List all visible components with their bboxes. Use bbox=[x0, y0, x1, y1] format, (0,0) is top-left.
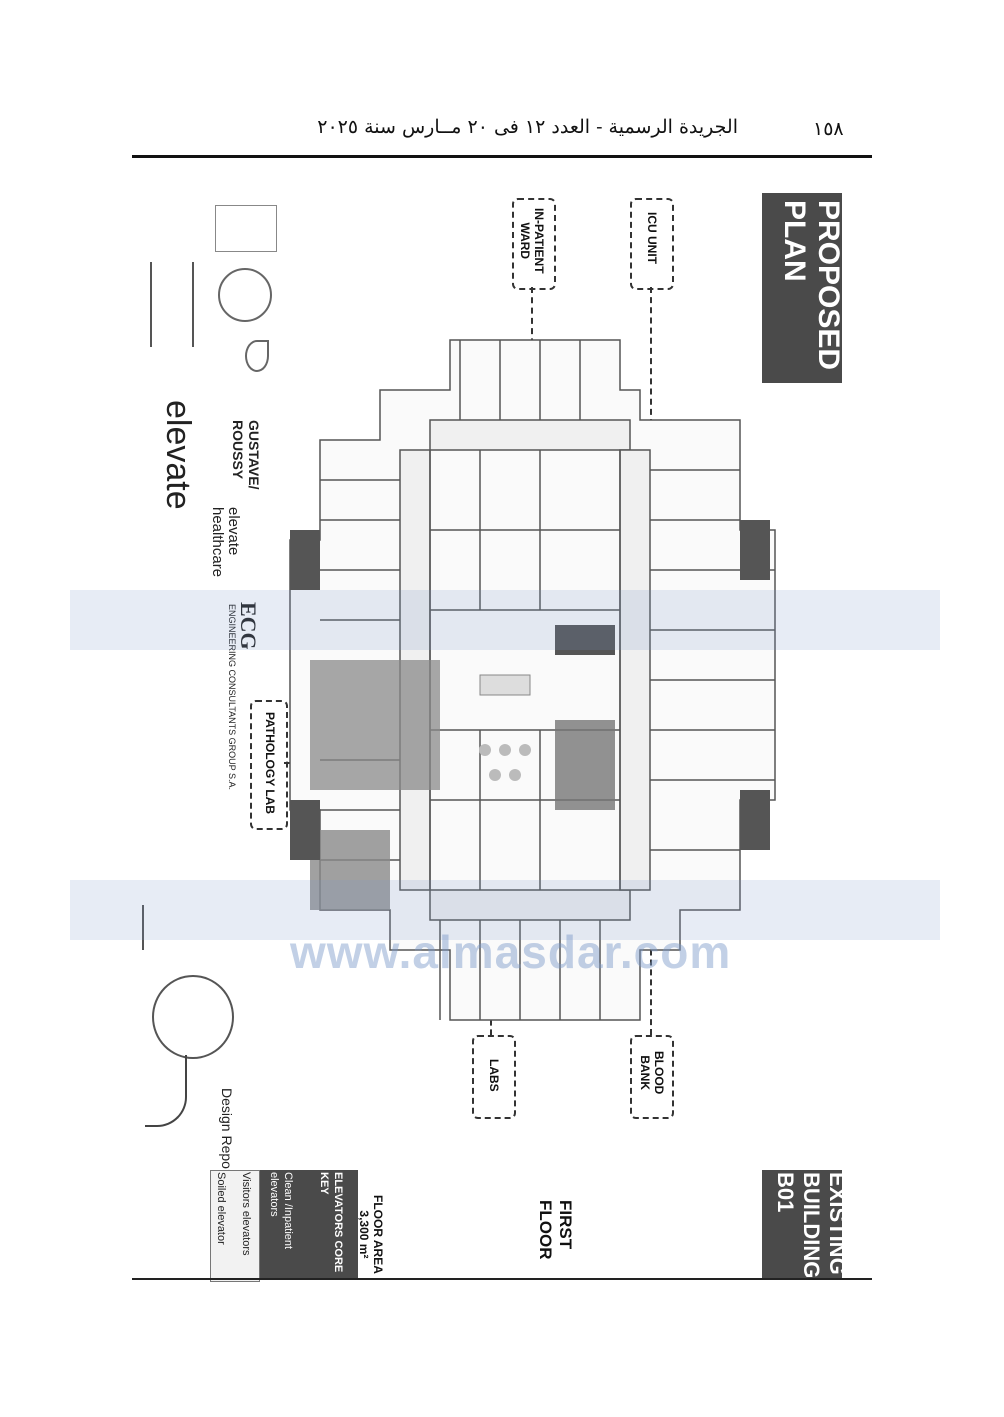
callout-icu-unit: ICU UNIT bbox=[630, 198, 674, 290]
callout-inpatient-ward: IN-PATIENT WARD bbox=[512, 198, 556, 290]
elevate-healthcare-logo: elevate healthcare bbox=[209, 507, 242, 578]
elevate-logo-large: elevate bbox=[159, 400, 197, 510]
handwritten-initials bbox=[142, 905, 174, 950]
callout-labs: LABS bbox=[472, 1035, 516, 1119]
floor-area-info: FLOOR AREA 3,300 m² bbox=[357, 1195, 385, 1274]
blood-bank-leader-line bbox=[650, 870, 652, 1035]
official-stamp bbox=[152, 975, 234, 1059]
header-divider bbox=[132, 155, 872, 158]
gustave-roussy-logo: GUSTAVE/ ROUSSY bbox=[230, 420, 262, 490]
design-report-label: Design Report bbox=[219, 1088, 235, 1178]
egypt-emblem-logo bbox=[215, 205, 277, 252]
legend-soiled-elevator: Soiled elevator bbox=[215, 1172, 227, 1245]
elevators-legend-panel bbox=[258, 1170, 358, 1280]
page-number: ١٥٨ bbox=[813, 118, 844, 140]
elevators-key-title: ELEVATORS CORE KEY bbox=[318, 1172, 344, 1273]
ministry-seal-logo bbox=[218, 268, 272, 322]
legend-clean-elevators: Clean /Inpatient elevators bbox=[268, 1172, 294, 1250]
legend-visitors-elevators: Visitors elevators bbox=[240, 1172, 252, 1256]
labs-leader-line bbox=[490, 1020, 492, 1035]
elevators-legend-lower bbox=[210, 1170, 260, 1282]
floor-label: FIRST FLOOR bbox=[536, 1200, 575, 1260]
proposed-plan-banner bbox=[762, 193, 842, 383]
callout-pathology-lab: PATHOLOGY LAB bbox=[250, 700, 288, 830]
sheet-bottom-edge bbox=[132, 1278, 872, 1280]
callout-blood-bank: BLOOD BANK bbox=[630, 1035, 674, 1119]
arabic-signature-mark bbox=[150, 262, 194, 347]
watermark-logo bbox=[70, 590, 940, 940]
existing-building-code: EXISTING BUILDING - B01 bbox=[773, 1172, 850, 1292]
crescent-logo bbox=[245, 340, 269, 372]
existing-building-banner bbox=[762, 1170, 842, 1280]
floor-plan-drawing bbox=[289, 339, 776, 1021]
gazette-header-title: الجريدة الرسمية - العدد ١٢ فى ٢٠ مــارس … bbox=[317, 116, 738, 138]
proposed-plan-title: PROPOSED PLAN bbox=[778, 200, 845, 371]
watermark-url: www.almasdar.com bbox=[290, 926, 732, 978]
